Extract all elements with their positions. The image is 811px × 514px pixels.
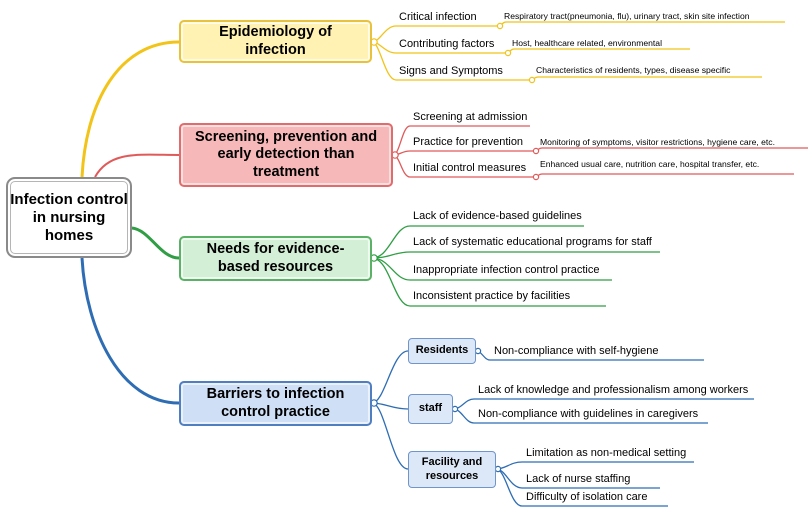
- epi-item-label: Contributing factors: [399, 38, 495, 50]
- branch-screening: Screening, prevention and early detectio…: [179, 123, 393, 187]
- staff-item: Non-compliance with guidelines in caregi…: [478, 408, 699, 420]
- connector-epidemiology: [80, 40, 180, 178]
- dot-residents: [474, 347, 482, 355]
- branch-epidemiology: Epidemiology of infection: [179, 20, 372, 63]
- dot-epi-critical: [496, 22, 504, 30]
- dot-scr-initial: [532, 173, 540, 181]
- epi-item-detail: Host, healthcare related, environmental: [512, 38, 662, 48]
- needs-item: Lack of systematic educational programs …: [413, 236, 652, 248]
- needs-item: Inappropriate infection control practice: [413, 264, 600, 276]
- facility-item: Lack of nurse staffing: [526, 473, 631, 485]
- dot-scr-practice: [532, 147, 540, 155]
- staff-item: Lack of knowledge and professionalism am…: [478, 384, 749, 396]
- epi-item-detail: Respiratory tract(pneumonia, flu), urina…: [504, 11, 750, 21]
- branch-needs: Needs for evidence-based resources: [179, 236, 372, 281]
- connector-screening: [94, 153, 180, 178]
- epi-item-label: Critical infection: [399, 11, 477, 23]
- needs-item: Inconsistent practice by facilities: [413, 290, 571, 302]
- dot-epi-signs: [528, 76, 536, 84]
- junction-dots: [370, 22, 540, 473]
- screening-item-detail: Enhanced usual care, nutrition care, hos…: [540, 159, 760, 169]
- dot-facility: [494, 465, 502, 473]
- connector-needs: [131, 226, 180, 260]
- group-facility: Facility and resources: [408, 451, 496, 488]
- epi-item-label: Signs and Symptoms: [399, 65, 503, 77]
- group-residents: Residents: [408, 338, 476, 364]
- epi-item-detail: Characteristics of residents, types, dis…: [536, 65, 731, 75]
- needs-item: Lack of evidence-based guidelines: [413, 210, 582, 222]
- branch-barriers: Barriers to infection control practice: [179, 381, 372, 426]
- connector-barriers: [80, 257, 180, 405]
- dot-staff: [451, 405, 459, 413]
- facility-item: Limitation as non-medical setting: [526, 447, 687, 459]
- screening-item-label: Initial control measures: [413, 162, 527, 174]
- screening-item-label: Practice for prevention: [413, 136, 524, 148]
- screening-item-label: Screening at admission: [413, 111, 528, 123]
- facility-item: Difficulty of isolation care: [526, 491, 648, 503]
- dot-epi-factors: [504, 49, 512, 57]
- group-staff: staff: [408, 394, 453, 424]
- residents-item: Non-compliance with self-hygiene: [494, 345, 659, 357]
- central-topic: Infection control in nursing homes: [6, 177, 132, 258]
- screening-item-detail: Monitoring of symptoms, visitor restrict…: [540, 137, 775, 147]
